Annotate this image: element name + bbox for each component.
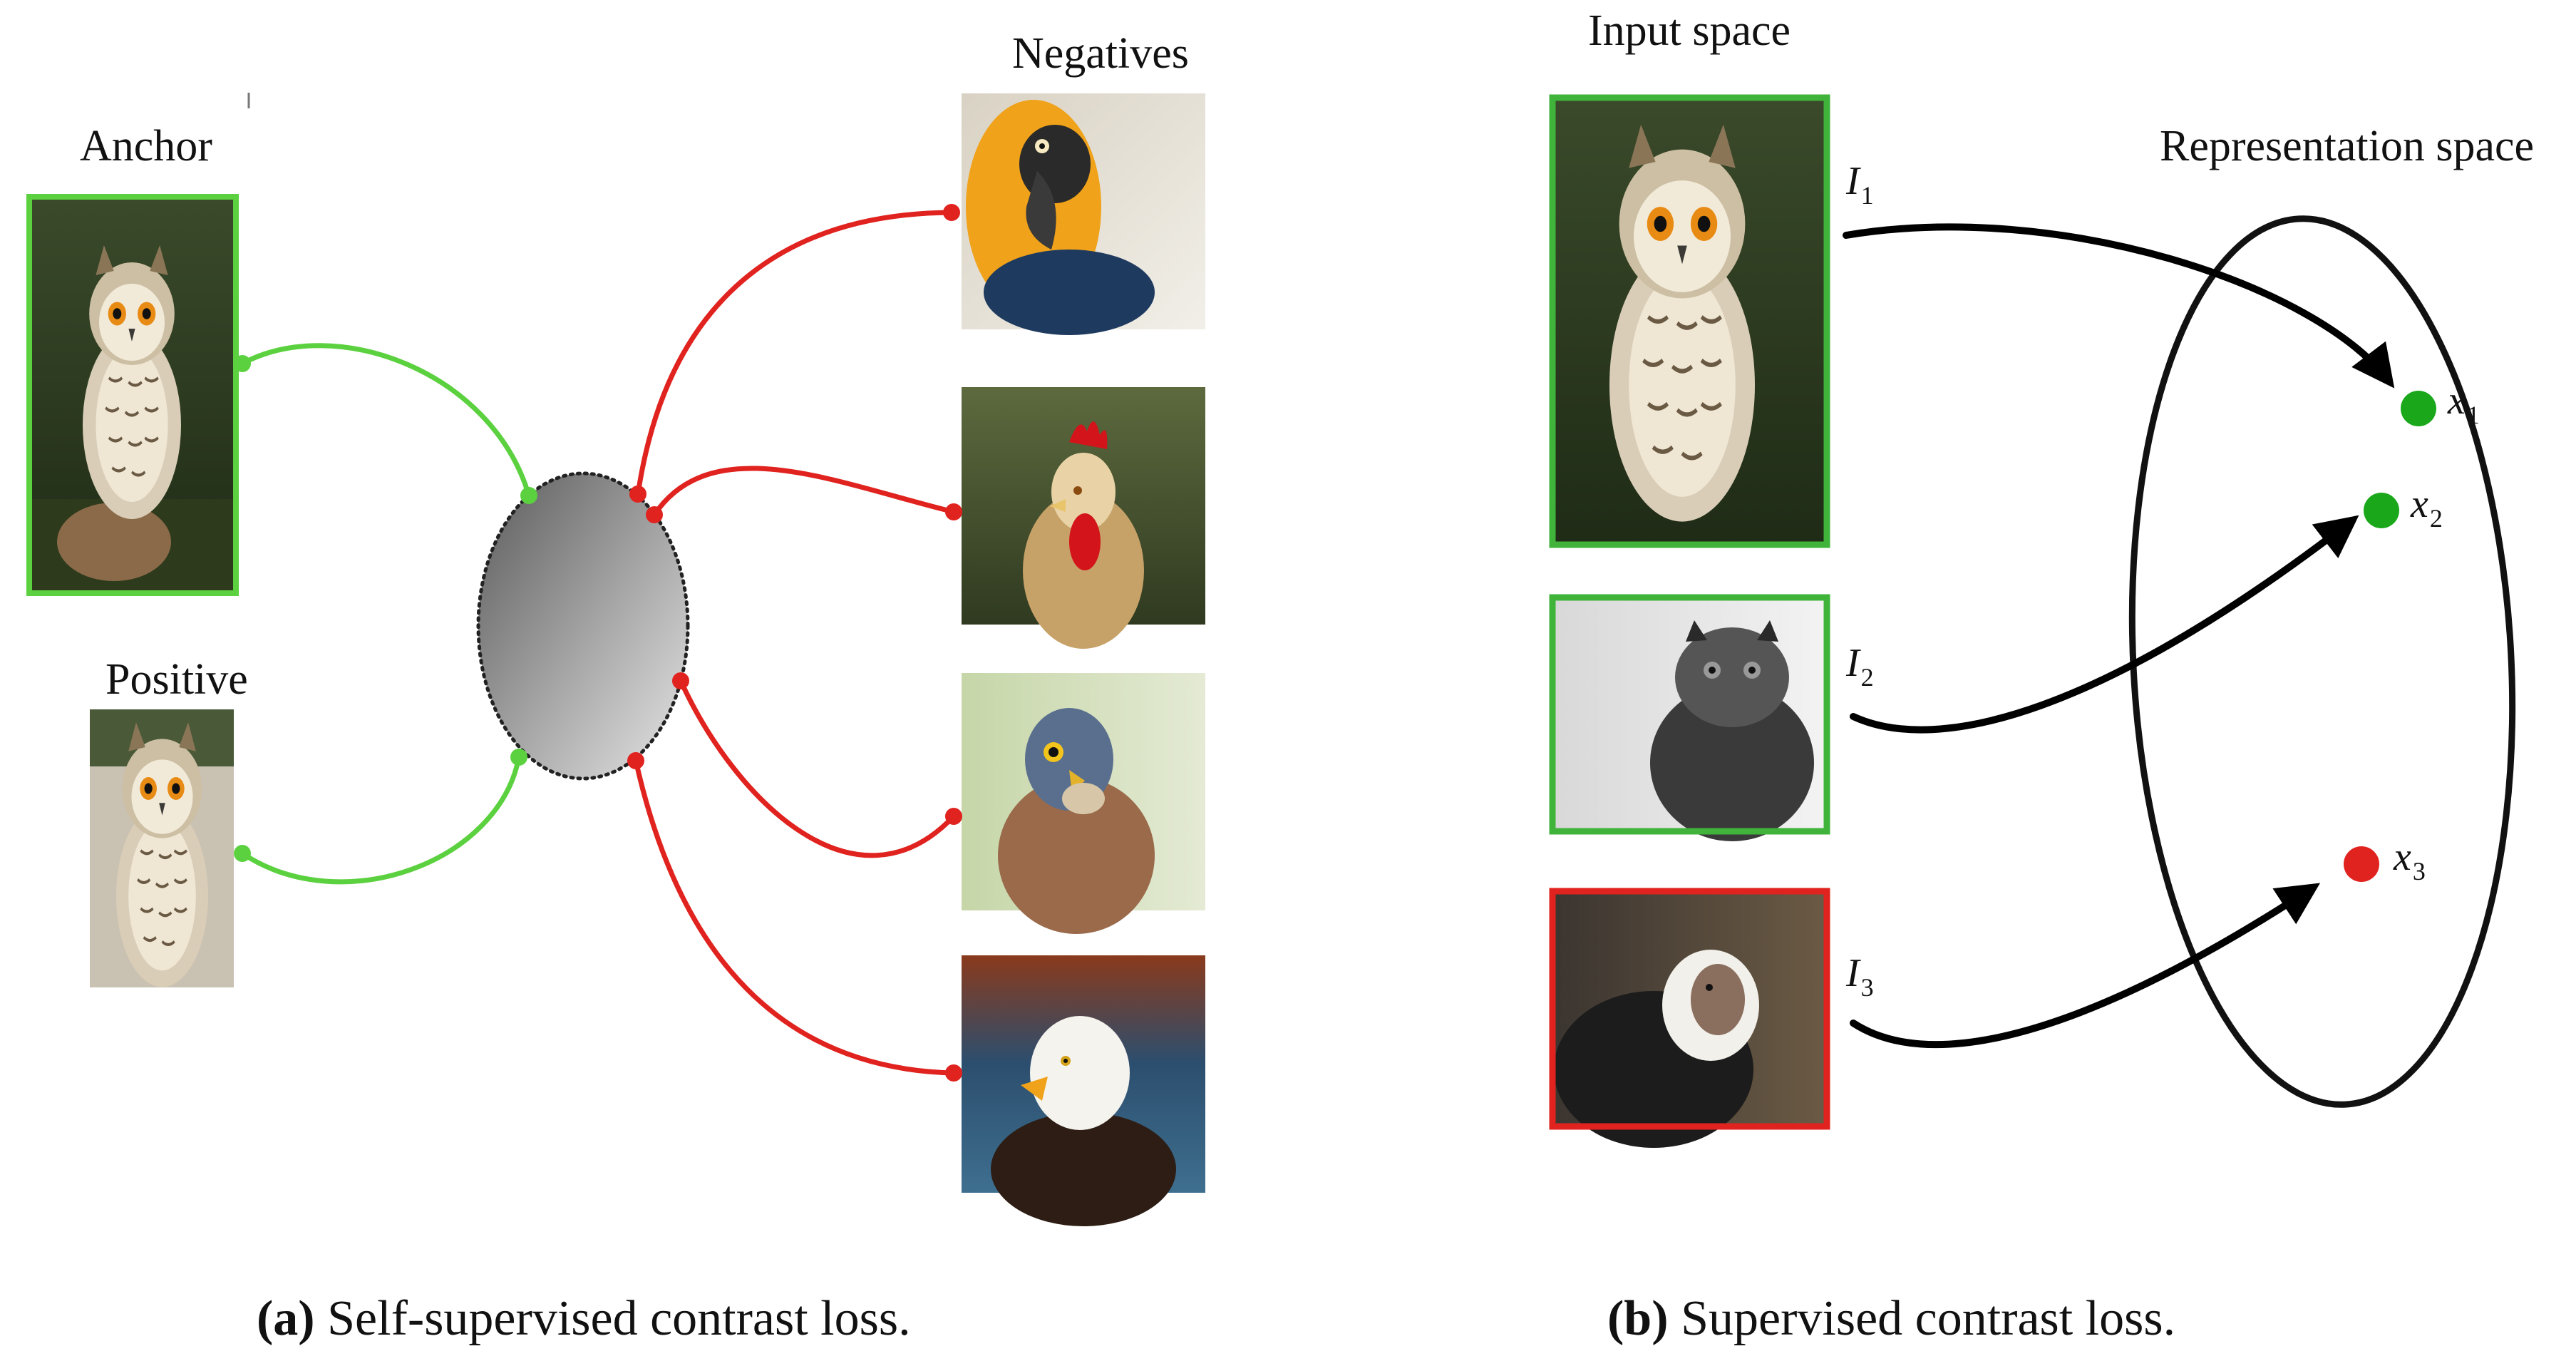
representation-space-ellipse	[2128, 215, 2516, 1108]
input-label-i3: I3	[1846, 951, 1874, 1002]
representation-space-label: Representation space	[2160, 122, 2535, 170]
point-label-x1: x1	[2448, 379, 2480, 429]
input-image-3-condor	[1549, 888, 1830, 1148]
input-space-label: Input space	[1588, 6, 1791, 55]
negative-kestrel-image	[962, 673, 1205, 934]
caption-a-tag: (a)	[257, 1291, 315, 1346]
arrow-i2-to-x2	[1850, 515, 2359, 734]
input-label-i2: I2	[1846, 641, 1874, 692]
negative-connectors	[633, 210, 957, 1076]
arrow-i1-to-x1	[1843, 223, 2395, 389]
positive-to-sphere-connector	[239, 754, 522, 885]
caption-a: (a) Self-supervised contrast loss.	[257, 1290, 911, 1347]
sphere-to-parrot-connector	[635, 210, 954, 497]
anchor-owl-image	[26, 194, 239, 596]
negative-parrot-image	[962, 93, 1205, 335]
point-x3	[2344, 846, 2379, 882]
sphere-to-rooster-connector	[651, 466, 957, 518]
point-label-x2: x2	[2411, 482, 2443, 533]
negative-rooster-image	[962, 387, 1205, 649]
caption-b-tag: (b)	[1607, 1291, 1669, 1346]
caption-b: (b) Supervised contrast loss.	[1607, 1290, 2175, 1347]
point-label-x3: x3	[2394, 835, 2426, 885]
caption-a-text: Self-supervised contrast loss.	[327, 1291, 911, 1346]
negative-connector-dots	[627, 204, 962, 1082]
negative-eagle-image	[962, 955, 1205, 1226]
input-image-1-owl	[1549, 94, 1830, 548]
mapping-arrows	[1843, 223, 2395, 1049]
point-x2	[2364, 493, 2399, 528]
input-label-i1: I1	[1846, 159, 1874, 210]
caption-b-text: Supervised contrast loss.	[1681, 1291, 2176, 1346]
arrow-i3-to-x3	[1850, 883, 2321, 1049]
input-image-2-gray-owl	[1549, 594, 1830, 841]
sphere-to-kestrel-connector	[678, 678, 957, 858]
sphere-to-eagle-connector	[633, 758, 957, 1076]
anchor-to-sphere-connector	[239, 343, 532, 498]
panel-a	[26, 93, 1205, 1226]
positive-connectors	[239, 343, 532, 885]
positive-connector-dots	[234, 355, 537, 862]
panel-b	[1549, 94, 2516, 1148]
positive-owl-image	[90, 709, 234, 987]
negatives-label: Negatives	[1012, 29, 1189, 78]
embedding-sphere	[476, 471, 690, 781]
point-x1	[2401, 391, 2436, 426]
positive-label: Positive	[105, 655, 248, 704]
anchor-label: Anchor	[80, 122, 212, 170]
